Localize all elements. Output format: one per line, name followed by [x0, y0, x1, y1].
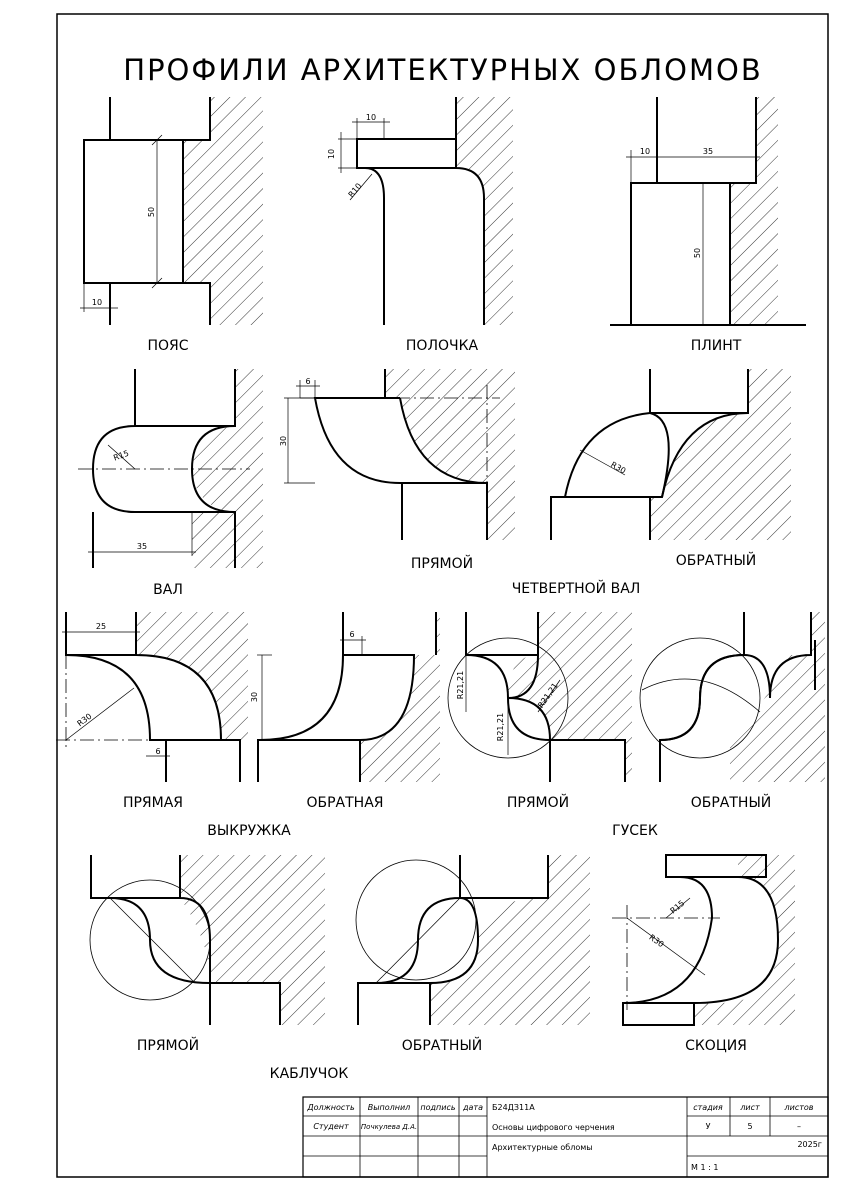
svg-text:10: 10 [640, 147, 650, 156]
profile-chv-obratny: R30 [550, 369, 791, 540]
svg-text:R30: R30 [647, 933, 665, 949]
profile-vyk-pryamaya: 25 R30 6 [56, 612, 248, 782]
svg-text:10: 10 [366, 113, 376, 122]
profile-poyas: 50 10 [80, 97, 263, 325]
svg-text:50: 50 [147, 207, 156, 217]
svg-text:–: – [797, 1122, 801, 1131]
svg-text:6: 6 [305, 377, 310, 386]
label-vyk-obratnaya: ОБРАТНАЯ [306, 795, 383, 811]
svg-text:30: 30 [279, 436, 288, 446]
label-chetvertnoy-val: ЧЕТВЕРТНОЙ ВАЛ [512, 579, 641, 597]
svg-text:10: 10 [92, 298, 102, 307]
svg-text:50: 50 [693, 248, 702, 258]
profile-kabl-pryamoy [89, 855, 325, 1025]
profile-skociya: R15 R30 [612, 854, 795, 1026]
svg-text:35: 35 [137, 542, 147, 551]
profile-gusek-pryamoy: R21,21 R21,21 R21,21 [447, 612, 632, 782]
page-title: ПРОФИЛИ АРХИТЕКТУРНЫХ ОБЛОМОВ [123, 53, 762, 87]
label-plint: ПЛИНТ [691, 338, 742, 354]
profile-val: R15 35 [78, 369, 263, 568]
label-chv-pryamoy: ПРЯМОЙ [411, 554, 473, 572]
profile-polochka: 10 10 R10 [327, 97, 513, 325]
label-vykruzhka: ВЫКРУЖКА [207, 823, 291, 839]
profile-vyk-obratnaya: 6 30 [250, 612, 440, 782]
label-val: ВАЛ [153, 582, 183, 598]
svg-text:35: 35 [703, 147, 713, 156]
svg-text:дата: дата [462, 1103, 483, 1112]
svg-text:Основы цифрового черчения: Основы цифрового черчения [492, 1123, 615, 1132]
svg-text:Студент: Студент [313, 1122, 349, 1131]
label-vyk-pryamaya: ПРЯМАЯ [123, 795, 183, 811]
svg-text:М 1 : 1: М 1 : 1 [691, 1163, 718, 1172]
svg-text:25: 25 [96, 622, 106, 631]
svg-text:6: 6 [155, 747, 160, 756]
svg-text:Почкулева Д.А.: Почкулева Д.А. [361, 1123, 417, 1131]
profile-plint: 10 35 50 [610, 97, 806, 326]
label-poyas: ПОЯС [147, 338, 188, 354]
svg-text:У: У [706, 1122, 711, 1131]
svg-text:Б24ДЗ11А: Б24ДЗ11А [492, 1103, 535, 1112]
label-chv-obratny: ОБРАТНЫЙ [676, 551, 757, 569]
svg-text:R30: R30 [609, 460, 627, 476]
label-gusek-pryamoy: ПРЯМОЙ [507, 793, 569, 811]
svg-text:Должность: Должность [306, 1103, 355, 1112]
svg-text:10: 10 [327, 149, 336, 159]
svg-text:Выполнил: Выполнил [368, 1103, 411, 1112]
label-gusek-obratny: ОБРАТНЫЙ [691, 793, 772, 811]
profile-chv-pryamoy: 6 30 [279, 369, 515, 540]
svg-text:Архитектурные обломы: Архитектурные обломы [492, 1143, 593, 1152]
svg-text:подпись: подпись [420, 1103, 455, 1112]
label-gusek: ГУСЕК [612, 823, 658, 839]
svg-text:30: 30 [250, 692, 259, 702]
label-skociya: СКОЦИЯ [685, 1038, 747, 1054]
svg-text:лист: лист [739, 1103, 760, 1112]
profile-gusek-obratny [639, 612, 825, 782]
label-kabl-pryamoy: ПРЯМОЙ [137, 1036, 199, 1054]
svg-text:R15: R15 [668, 899, 686, 916]
svg-text:R21,21: R21,21 [456, 671, 465, 699]
svg-text:6: 6 [349, 630, 354, 639]
svg-text:стадия: стадия [693, 1103, 723, 1112]
title-block: Должность Выполнил подпись дата Б24ДЗ11А… [302, 1096, 829, 1178]
profile-kabl-obratny [355, 855, 590, 1025]
label-kabluchok: КАБЛУЧОК [270, 1066, 349, 1082]
svg-text:R10: R10 [347, 181, 364, 199]
svg-text:листов: листов [784, 1103, 814, 1112]
label-kabl-obratny: ОБРАТНЫЙ [402, 1036, 483, 1054]
svg-text:R21,21: R21,21 [496, 713, 505, 741]
svg-text:2025г: 2025г [797, 1140, 822, 1149]
label-polochka: ПОЛОЧКА [406, 338, 479, 354]
svg-text:5: 5 [747, 1122, 752, 1131]
